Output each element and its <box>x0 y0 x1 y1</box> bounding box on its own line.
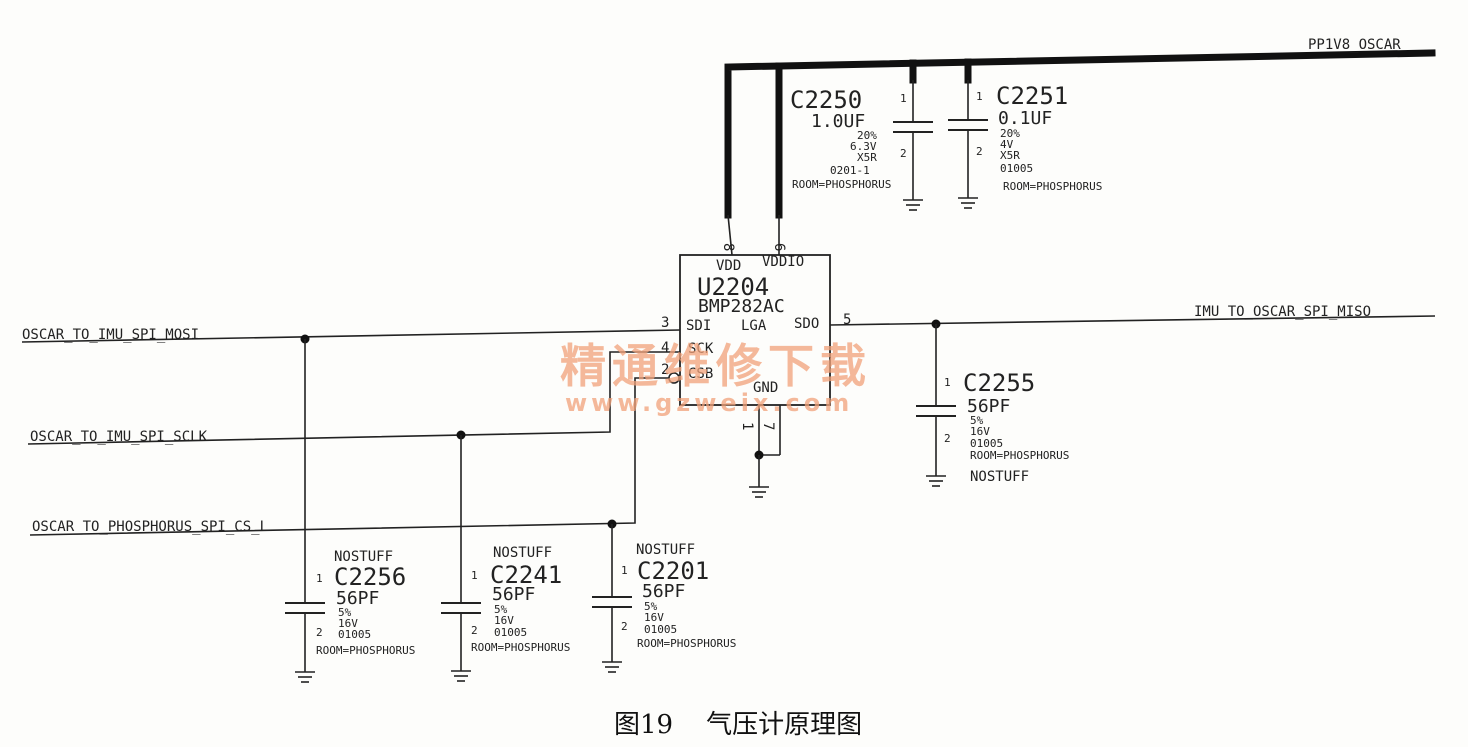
c2250-room: ROOM=PHOSPHORUS <box>792 178 891 191</box>
c2255-ref: C2255 <box>963 369 1035 397</box>
net-label-miso: IMU_TO_OSCAR_SPI_MISO <box>1194 304 1371 320</box>
c2255-pin2: 2 <box>944 432 951 445</box>
c2251-voltage: 4V <box>1000 138 1014 151</box>
c2255-tolerance: 5% <box>970 414 984 427</box>
c2255-package: 01005 <box>970 437 1003 450</box>
c2201-pin2: 2 <box>621 620 628 633</box>
c2201-value: 56PF <box>642 581 685 602</box>
c2256-stuff: NOSTUFF <box>334 549 393 565</box>
c2251-pin1: 1 <box>976 90 983 103</box>
c2201-room: ROOM=PHOSPHORUS <box>637 637 736 650</box>
chip-ground <box>749 405 781 498</box>
net-label-mosi: OSCAR_TO_IMU_SPI_MOSI <box>22 327 199 343</box>
c2241-pin1: 1 <box>471 569 478 582</box>
c2250-value: 1.0UF <box>811 111 865 132</box>
c2251-dielectric: X5R <box>1000 149 1020 162</box>
c2241-voltage: 16V <box>494 614 514 627</box>
chip-part: BMP282AC <box>698 296 785 317</box>
c2250-package: 0201-1 <box>830 164 870 177</box>
c2255-room: ROOM=PHOSPHORUS <box>970 449 1069 462</box>
c2256-voltage: 16V <box>338 617 358 630</box>
c2251-ref: C2251 <box>996 82 1068 110</box>
pin-number-5: 5 <box>843 312 851 328</box>
c2250-pin1: 1 <box>900 92 907 105</box>
chip-package: LGA <box>741 318 767 334</box>
c2250-dielectric: X5R <box>857 151 877 164</box>
pin-label-vdd: VDD <box>716 258 741 274</box>
c2250-ref: C2250 <box>790 86 862 114</box>
watermark-url: www.gzweix.com <box>565 389 853 417</box>
pin-number-3: 3 <box>661 315 669 331</box>
pin-number-6: 6 <box>771 243 787 251</box>
pin-label-gnd: GND <box>753 380 778 396</box>
c2250-tolerance: 20% <box>857 129 877 142</box>
c2241-tolerance: 5% <box>494 603 508 616</box>
c2201-tolerance: 5% <box>644 600 658 613</box>
watermark-chinese: 精通维修下载 <box>560 339 872 393</box>
c2201-ref: C2201 <box>637 557 709 585</box>
c2256-room: ROOM=PHOSPHORUS <box>316 644 415 657</box>
c2256-pin1: 1 <box>316 572 323 585</box>
net-label-pp1v8: PP1V8_OSCAR <box>1308 37 1401 53</box>
pin-label-sdo: SDO <box>794 316 819 332</box>
pin-number-4: 4 <box>661 340 669 356</box>
c2256-tolerance: 5% <box>338 606 352 619</box>
c2256-ref: C2256 <box>334 563 406 591</box>
net-label-cs: OSCAR_TO_PHOSPHORUS_SPI_CS_L <box>32 519 268 535</box>
c2255-voltage: 16V <box>970 425 990 438</box>
pin-label-sdi: SDI <box>686 318 711 334</box>
c2256-value: 56PF <box>336 588 379 609</box>
chip-ref: U2204 <box>697 273 769 301</box>
c2256-package: 01005 <box>338 628 371 641</box>
c2241-room: ROOM=PHOSPHORUS <box>471 641 570 654</box>
pin-number-8: 8 <box>720 243 736 251</box>
c2241-pin2: 2 <box>471 624 478 637</box>
c2255-pin1: 1 <box>944 376 951 389</box>
c2255-stuff: NOSTUFF <box>970 469 1029 485</box>
c2250-pin2: 2 <box>900 147 907 160</box>
c2201-pin1: 1 <box>621 564 628 577</box>
c2201-stuff: NOSTUFF <box>636 542 695 558</box>
c2201-voltage: 16V <box>644 611 664 624</box>
capacitor-c2251: C2251 0.1UF 20% 4V X5R 01005 ROOM=PHOSPH… <box>948 80 1102 209</box>
c2241-stuff: NOSTUFF <box>493 545 552 561</box>
capacitor-c2255: C2255 56PF 5% 16V 01005 ROOM=PHOSPHORUS … <box>916 324 1069 487</box>
pin-number-7: 7 <box>760 422 776 430</box>
c2251-value: 0.1UF <box>998 108 1052 129</box>
c2251-pin2: 2 <box>976 145 983 158</box>
figure-caption: 图19 气压计原理图 <box>614 710 862 740</box>
c2251-package: 01005 <box>1000 162 1033 175</box>
c2241-value: 56PF <box>492 584 535 605</box>
c2241-ref: C2241 <box>490 561 562 589</box>
c2241-package: 01005 <box>494 626 527 639</box>
c2201-package: 01005 <box>644 623 677 636</box>
pin-number-1: 1 <box>739 422 755 430</box>
c2251-tolerance: 20% <box>1000 127 1020 140</box>
capacitor-c2201: NOSTUFF C2201 56PF 5% 16V 01005 ROOM=PHO… <box>592 524 736 673</box>
c2256-pin2: 2 <box>316 626 323 639</box>
power-bus: PP1V8_OSCAR <box>724 37 1436 256</box>
pin-label-vddio: VDDIO <box>762 254 804 270</box>
c2255-value: 56PF <box>967 396 1010 417</box>
pin-label-csb: CSB <box>688 366 713 382</box>
net-label-sclk: OSCAR_TO_IMU_SPI_SCLK <box>30 429 208 445</box>
c2250-voltage: 6.3V <box>850 140 877 153</box>
pin-number-2: 2 <box>661 362 669 378</box>
net-miso: IMU_TO_OSCAR_SPI_MISO <box>829 304 1436 329</box>
c2251-room: ROOM=PHOSPHORUS <box>1003 180 1102 193</box>
capacitor-c2241: NOSTUFF C2241 56PF 5% 16V 01005 ROOM=PHO… <box>441 435 570 682</box>
capacitor-c2256: NOSTUFF C2256 56PF 5% 16V 01005 ROOM=PHO… <box>285 339 415 683</box>
capacitor-c2250: C2250 1.0UF 20% 6.3V X5R 0201-1 ROOM=PHO… <box>790 80 933 211</box>
pin-label-sck: SCK <box>688 341 714 357</box>
